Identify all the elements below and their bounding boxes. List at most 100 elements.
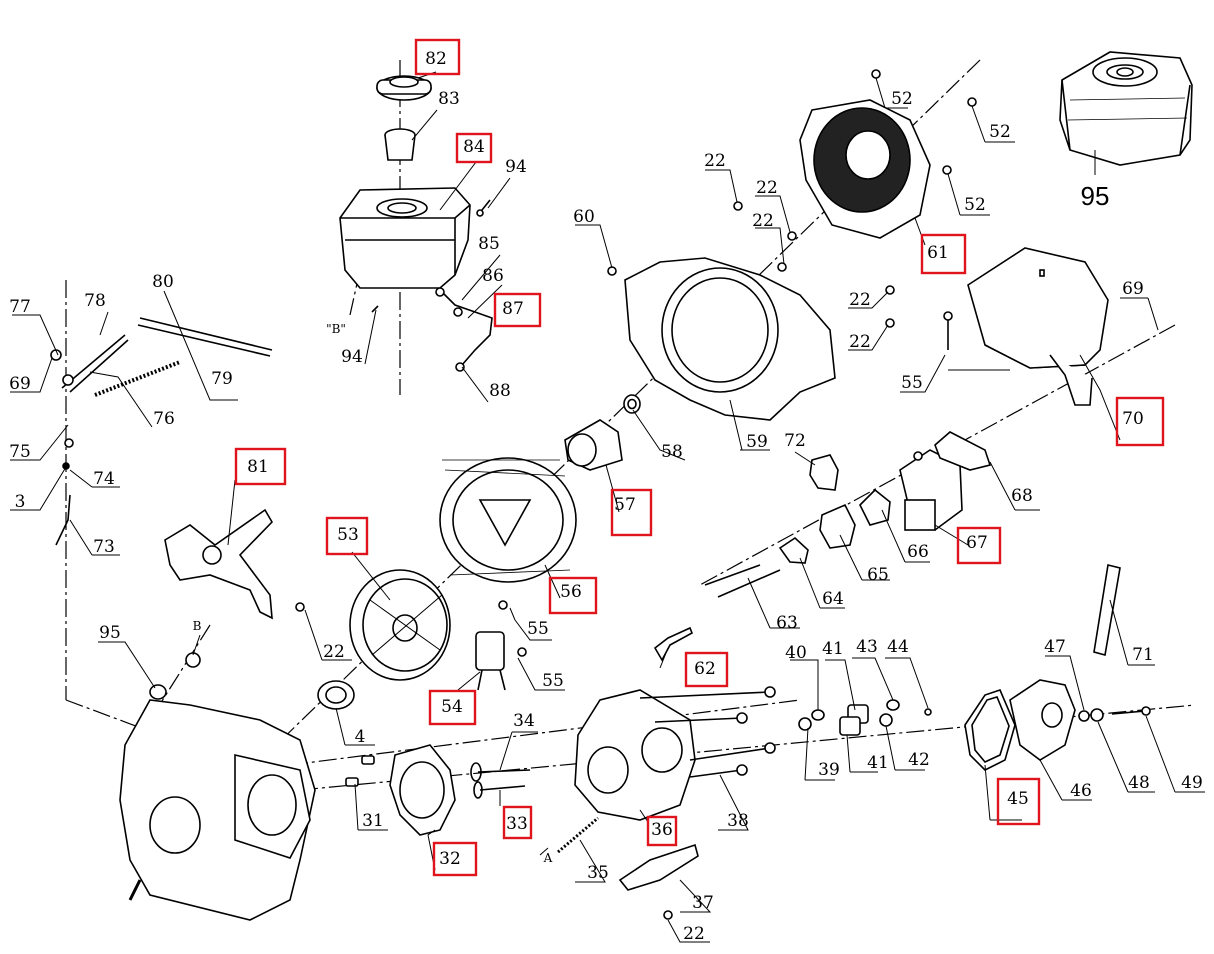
label-53: 53 [337,525,359,545]
label-62: 62 [694,659,716,679]
air-filter-element [1009,679,1076,761]
rocker-parts [798,699,932,736]
label-69-right: 69 [1122,279,1144,299]
studs-63 [704,564,781,598]
label-48: 48 [1128,773,1150,793]
highlight-61 [920,233,967,275]
label-56: 56 [560,582,582,602]
label-b: B [193,619,202,633]
highlight-82 [414,38,461,76]
label-4: 4 [355,727,366,747]
leader-lines [10,71,1205,943]
dowel-pins [345,755,375,787]
control-bracket [164,508,273,620]
highlight-87 [493,292,542,328]
label-quote-b: "B" [326,322,346,336]
label-94-lower: 94 [341,347,363,367]
highlight-45 [996,777,1041,826]
carburetor [899,449,963,531]
label-86: 86 [482,266,504,286]
label-22-bottom: 22 [683,924,705,944]
insulator-gasket-68 [934,431,992,471]
label-52-b: 52 [989,122,1011,142]
label-82: 82 [425,49,447,69]
label-65: 65 [867,565,889,585]
label-52-c: 52 [964,195,986,215]
valves [470,762,531,799]
center-lines [65,59,1196,791]
highlight-53 [325,516,369,556]
highlight-36 [646,815,678,847]
spark-plug [653,626,694,662]
head-gasket [389,744,456,836]
air-cleaner-case [967,247,1109,406]
insulator-65 [819,503,856,549]
head-cover-bracket [618,843,699,891]
highlight-33 [502,805,533,840]
label-79: 79 [211,369,233,389]
label-55-mid: 55 [527,619,549,639]
label-76: 76 [153,409,175,429]
bolt-55 [943,311,953,350]
parts [50,51,1193,921]
label-84: 84 [463,137,485,157]
label-47: 47 [1044,637,1066,657]
label-43: 43 [856,637,878,657]
label-22-c: 22 [752,211,774,231]
label-42: 42 [908,750,930,770]
air-filter-hardware [1078,706,1151,722]
label-44: 44 [887,637,909,657]
label-87: 87 [502,299,524,319]
highlight-67 [956,526,1002,565]
highlight-54 [428,689,477,726]
label-81: 81 [247,457,269,477]
head-bolts [639,686,776,778]
fuel-line [371,199,493,372]
label-64: 64 [822,589,844,609]
breather-tube [1093,564,1121,657]
gasket-64 [778,536,809,564]
label-61: 61 [927,243,949,263]
choke-lever-72 [809,454,839,491]
label-36: 36 [651,820,673,840]
label-83: 83 [438,89,460,109]
label-54: 54 [441,697,463,717]
label-74: 74 [93,469,115,489]
air-filter-gasket [964,689,1016,771]
ignition-coil [475,631,506,691]
label-72: 72 [784,431,806,451]
oil-plug [149,684,167,700]
highlight-81 [234,447,287,486]
fuel-tank [339,187,471,289]
label-73: 73 [93,537,115,557]
label-38: 38 [727,811,749,831]
label-34: 34 [513,711,535,731]
label-46: 46 [1070,781,1092,801]
label-59: 59 [746,432,768,452]
label-67: 67 [966,533,988,553]
label-88: 88 [489,381,511,401]
flywheel-fan [439,457,577,583]
flywheel [349,569,451,681]
air-filter-95 [1059,51,1193,166]
highlight-boxes [234,38,1165,877]
label-95-top: 95 [1081,181,1110,211]
highlight-70 [1115,396,1165,447]
label-22-b: 22 [756,178,778,198]
label-52-a: 52 [891,89,913,109]
label-80: 80 [152,272,174,292]
label-40: 40 [785,643,807,663]
label-69-left: 69 [9,374,31,394]
label-55-top: 55 [901,373,923,393]
blower-housing [607,257,836,421]
label-70: 70 [1122,409,1144,429]
label-75: 75 [9,442,31,462]
oil-seal-58 [623,394,641,414]
label-68: 68 [1011,486,1033,506]
label-71: 71 [1132,645,1154,665]
governor-linkage [50,317,273,546]
label-66: 66 [907,542,929,562]
label-95-left: 95 [99,623,121,643]
label-37: 37 [692,893,714,913]
fasteners [295,69,977,920]
